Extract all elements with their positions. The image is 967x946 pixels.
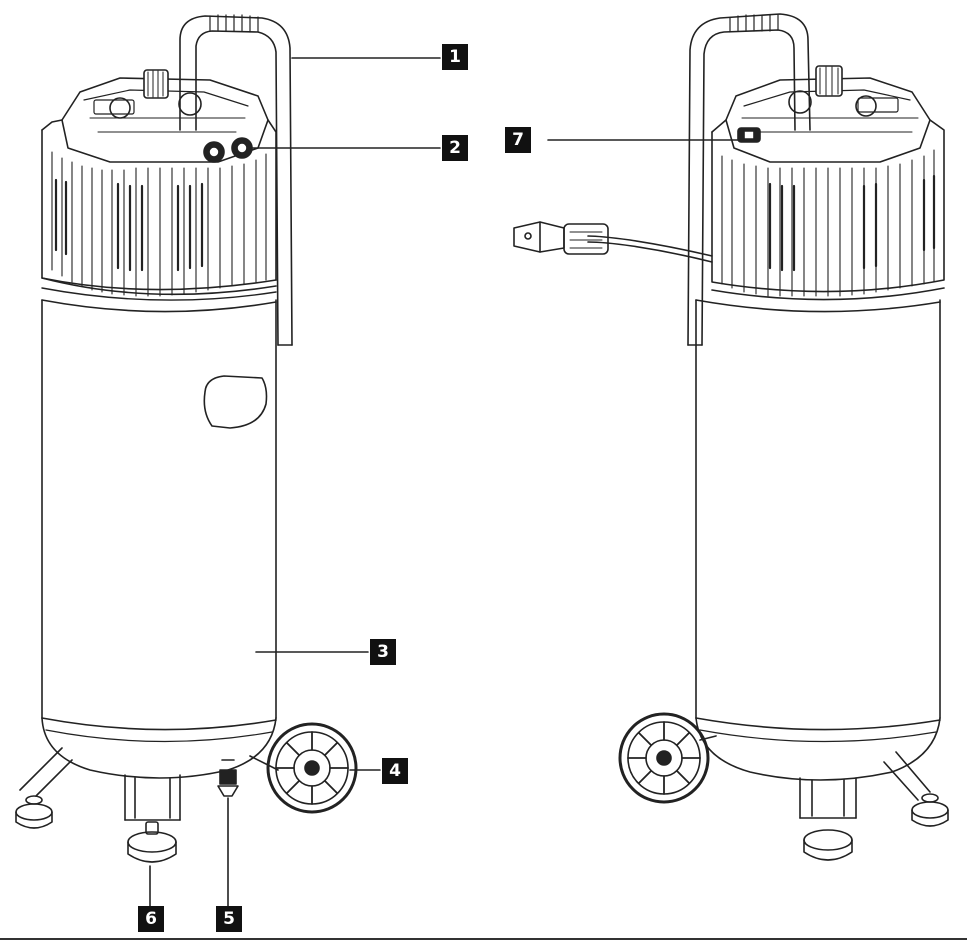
rear-fin-section: [711, 119, 945, 301]
front-outlet-connectors: [203, 137, 253, 163]
rear-air-tank: [695, 299, 941, 781]
callout-1: 1: [442, 44, 468, 70]
rear-handle: [687, 13, 811, 346]
callout-5: 5: [216, 906, 242, 932]
callout-3: 3: [370, 639, 396, 665]
rear-power-cord: [513, 221, 713, 263]
front-drain-valve: [217, 759, 239, 797]
front-feet: [15, 747, 279, 863]
rear-view-compressor: [513, 13, 949, 861]
rear-motor-cover: [725, 65, 931, 163]
callout-4: 4: [382, 758, 408, 784]
callout-7: 7: [505, 127, 531, 153]
rear-wheel: [618, 712, 717, 804]
front-handle: [179, 14, 293, 346]
front-fin-section: [41, 119, 277, 297]
front-view-compressor: [15, 14, 441, 907]
front-leader-lines: [149, 57, 441, 907]
callout-6: 6: [138, 906, 164, 932]
front-air-tank: [41, 287, 277, 779]
rear-switch: [737, 127, 761, 143]
rear-feet: [799, 751, 949, 861]
front-motor-cover: [61, 69, 269, 163]
callout-2: 2: [442, 135, 468, 161]
front-wheel: [266, 722, 358, 814]
bottom-rule: [0, 938, 967, 940]
